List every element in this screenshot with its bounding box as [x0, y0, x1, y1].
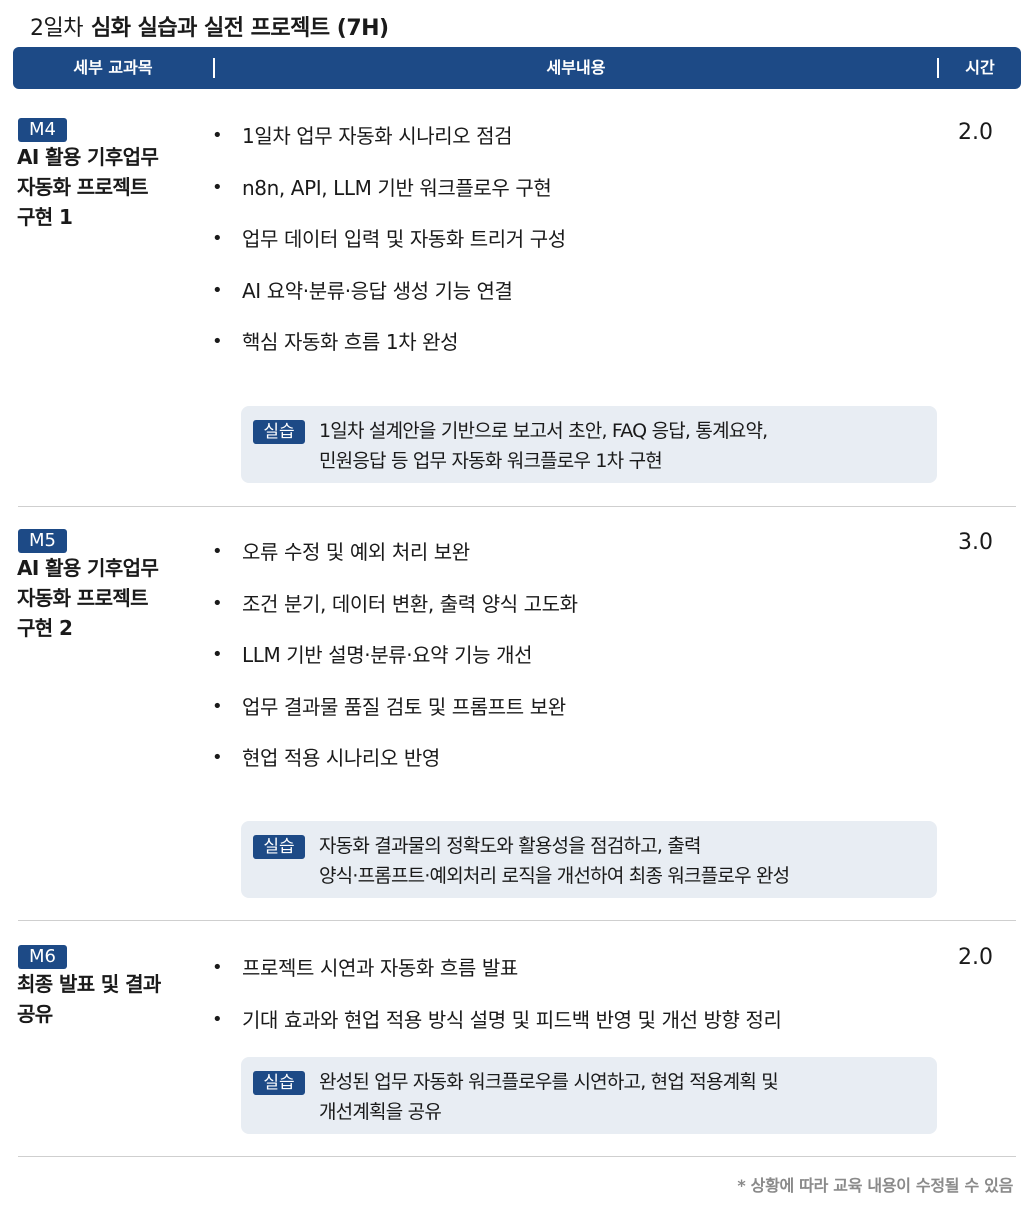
- list-item-text: 프로젝트 시연과 자동화 흐름 발표: [242, 956, 518, 980]
- list-item-text: 오류 수정 및 예외 처리 보완: [242, 540, 470, 564]
- bullet-dot-icon: •: [212, 331, 223, 352]
- list-item-text: 업무 데이터 입력 및 자동화 트리거 구성: [242, 227, 566, 251]
- day-label: 2일차: [30, 16, 83, 41]
- list-item-text: 조건 분기, 데이터 변환, 출력 양식 고도화: [242, 591, 578, 616]
- module-code-badge: M4: [18, 118, 67, 142]
- practice-line: 1일차 설계안을 기반으로 보고서 초안, FAQ 응답, 통계요약,: [319, 420, 768, 442]
- list-item: • 업무 데이터 입력 및 자동화 트리거 구성: [212, 226, 566, 278]
- bullet-dot-icon: •: [212, 957, 223, 978]
- list-item: • 업무 결과물 품질 검토 및 프롬프트 보완: [212, 694, 578, 746]
- list-item: • 조건 분기, 데이터 변환, 출력 양식 고도화: [212, 591, 578, 643]
- module-title: 최종 발표 및 결과 공유: [17, 969, 207, 1029]
- bullet-dot-icon: •: [212, 644, 223, 665]
- list-item-text: n8n, API, LLM 기반 워크플로우 구현: [242, 175, 552, 200]
- module-hours: 2.0: [958, 945, 993, 970]
- module-code-badge: M5: [18, 529, 67, 553]
- list-item-text: AI 요약·분류·응답 생성 기능 연결: [242, 278, 513, 303]
- module-hours: 3.0: [958, 530, 993, 555]
- list-item: • 현업 적용 시나리오 반영: [212, 745, 578, 797]
- practice-tag: 실습: [253, 1071, 305, 1095]
- practice-line: 개선계획을 공유: [319, 1101, 442, 1123]
- module-title-line: 공유: [17, 1002, 53, 1026]
- practice-box: 실습 1일차 설계안을 기반으로 보고서 초안, FAQ 응답, 통계요약, 민…: [241, 406, 937, 483]
- module-title-line: AI 활용 기후업무: [17, 145, 159, 169]
- list-item-text: 업무 결과물 품질 검토 및 프롬프트 보완: [242, 694, 566, 719]
- practice-line: 양식·프롬프트·예외처리 로직을 개선하여 최종 워크플로우 완성: [319, 865, 790, 887]
- header-time: 시간: [965, 58, 995, 77]
- bullet-list: • 1일차 업무 자동화 시나리오 점검 • n8n, API, LLM 기반 워크…: [212, 123, 566, 381]
- list-item: • 1일차 업무 자동화 시나리오 점검: [212, 123, 566, 175]
- list-item: • 핵심 자동화 흐름 1차 완성: [212, 329, 566, 381]
- day-subtitle: 심화 실습과 실전 프로젝트 (7H): [90, 16, 389, 41]
- bullet-dot-icon: •: [212, 541, 223, 562]
- practice-line: 민원응답 등 업무 자동화 워크플로우 1차 구현: [319, 450, 663, 472]
- divider: [18, 1156, 1016, 1157]
- module-title-line: 구현 2: [17, 616, 73, 640]
- module-title-line: 구현 1: [17, 205, 73, 229]
- header-separator: [213, 58, 215, 78]
- bullet-dot-icon: •: [212, 592, 223, 614]
- module-title: AI 활용 기후업무 자동화 프로젝트 구현 2: [17, 553, 207, 643]
- practice-box: 실습 자동화 결과물의 정확도와 활용성을 점검하고, 출력 양식·프롬프트·예…: [241, 821, 937, 898]
- practice-tag: 실습: [253, 835, 305, 859]
- list-item: • AI 요약·분류·응답 생성 기능 연결: [212, 278, 566, 330]
- bullet-list: • 오류 수정 및 예외 처리 보완 • 조건 분기, 데이터 변환, 출력 양식 …: [212, 539, 578, 797]
- bullet-list: • 프로젝트 시연과 자동화 흐름 발표 • 기대 효과와 현업 적용 방식 설명 …: [212, 955, 782, 1058]
- bullet-dot-icon: •: [212, 228, 223, 249]
- bullet-dot-icon: •: [212, 125, 223, 146]
- header-subject: 세부 교과목: [73, 58, 153, 77]
- divider: [18, 506, 1016, 507]
- module-title: AI 활용 기후업무 자동화 프로젝트 구현 1: [17, 142, 207, 232]
- header-content: 세부내용: [546, 58, 606, 77]
- list-item: • LLM 기반 설명·분류·요약 기능 개선: [212, 642, 578, 694]
- module-hours: 2.0: [958, 120, 993, 145]
- day-title: 2일차 심화 실습과 실전 프로젝트 (7H): [30, 10, 389, 42]
- footnote: * 상황에 따라 교육 내용이 수정될 수 있음: [737, 1176, 1013, 1195]
- bullet-dot-icon: •: [212, 747, 223, 768]
- list-item-text: 기대 효과와 현업 적용 방식 설명 및 피드백 반영 및 개선 방향 정리: [242, 1007, 782, 1032]
- header-separator: [937, 58, 939, 78]
- list-item: • 프로젝트 시연과 자동화 흐름 발표: [212, 955, 782, 1007]
- module-title-line: AI 활용 기후업무: [17, 556, 159, 580]
- module-title-line: 자동화 프로젝트: [17, 175, 149, 199]
- bullet-dot-icon: •: [212, 695, 223, 717]
- practice-text: 완성된 업무 자동화 워크플로우를 시연하고, 현업 적용계획 및 개선계획을 …: [319, 1067, 921, 1127]
- list-item-text: 핵심 자동화 흐름 1차 완성: [242, 330, 459, 354]
- bullet-dot-icon: •: [212, 176, 223, 198]
- list-item-text: 현업 적용 시나리오 반영: [242, 746, 440, 770]
- module-title-line: 자동화 프로젝트: [17, 586, 149, 610]
- list-item-text: 1일차 업무 자동화 시나리오 점검: [242, 124, 513, 148]
- divider: [18, 920, 1016, 921]
- list-item: • 기대 효과와 현업 적용 방식 설명 및 피드백 반영 및 개선 방향 정리: [212, 1007, 782, 1059]
- module-code-badge: M6: [18, 945, 67, 969]
- list-item: • n8n, API, LLM 기반 워크플로우 구현: [212, 175, 566, 227]
- practice-text: 1일차 설계안을 기반으로 보고서 초안, FAQ 응답, 통계요약, 민원응답…: [319, 416, 921, 476]
- practice-line: 자동화 결과물의 정확도와 활용성을 점검하고, 출력: [319, 835, 702, 857]
- module-title-line: 최종 발표 및 결과: [17, 972, 161, 996]
- practice-line: 완성된 업무 자동화 워크플로우를 시연하고, 현업 적용계획 및: [319, 1071, 779, 1093]
- list-item-text: LLM 기반 설명·분류·요약 기능 개선: [242, 643, 533, 667]
- list-item: • 오류 수정 및 예외 처리 보완: [212, 539, 578, 591]
- bullet-dot-icon: •: [212, 279, 223, 301]
- practice-box: 실습 완성된 업무 자동화 워크플로우를 시연하고, 현업 적용계획 및 개선계…: [241, 1057, 937, 1134]
- bullet-dot-icon: •: [212, 1008, 223, 1030]
- table-header: 세부 교과목 세부내용 시간: [13, 47, 1021, 89]
- practice-tag: 실습: [253, 420, 305, 444]
- practice-text: 자동화 결과물의 정확도와 활용성을 점검하고, 출력 양식·프롬프트·예외처리…: [319, 831, 921, 891]
